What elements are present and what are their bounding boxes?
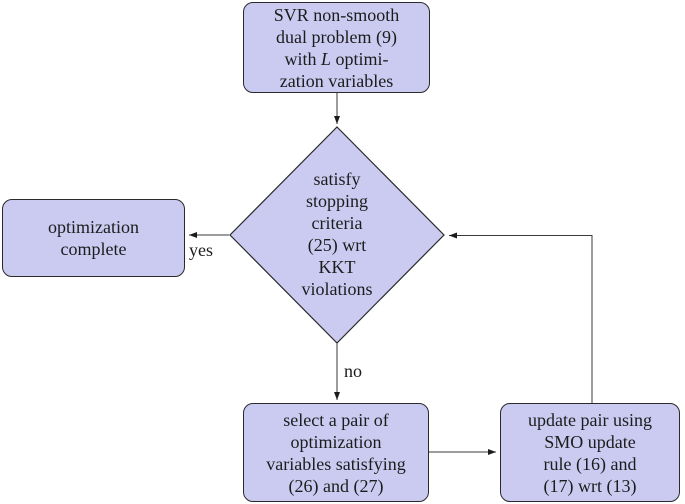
node-start-line: SVR non-smooth	[273, 4, 400, 25]
node-decision-text: satisfy stopping criteria (25) wrt KKT v…	[257, 168, 417, 300]
node-decision-line: violations	[301, 279, 373, 299]
node-update-pair: update pair using SMO update rule (16) a…	[500, 403, 680, 502]
node-complete-line: complete	[60, 239, 127, 259]
node-complete-line: optimization	[48, 217, 139, 237]
node-complete: optimization complete	[2, 199, 185, 277]
node-update-line: rule (16) and	[543, 453, 637, 474]
node-decision-line: criteria	[311, 213, 363, 233]
node-start: SVR non-smooth dual problem (9) with L o…	[243, 2, 430, 93]
node-decision-line: KKT	[318, 257, 356, 277]
edge-update-to-decision	[449, 232, 593, 403]
node-select-line: variables satisfying	[266, 453, 406, 474]
node-start-line: zation variables	[279, 70, 394, 91]
edge-label-no: no	[344, 361, 362, 381]
node-decision-line: satisfy	[313, 169, 361, 189]
edge-label-yes: yes	[189, 240, 213, 260]
italic-L: L	[321, 48, 332, 69]
node-decision-line: (25) wrt	[307, 235, 367, 255]
node-select-line: select a pair of	[283, 409, 389, 430]
node-decision-line: stopping	[305, 191, 368, 211]
node-select-line: (26) and (27)	[288, 475, 384, 496]
node-update-line: SMO update	[544, 431, 636, 452]
node-select-pair: select a pair of optimization variables …	[243, 403, 429, 502]
node-update-line: update pair using	[528, 409, 652, 430]
node-start-line: with L optimi-	[284, 48, 389, 69]
node-update-line: (17) wrt (13)	[543, 475, 637, 496]
node-start-line: dual problem (9)	[276, 26, 397, 47]
node-select-line: optimization	[290, 431, 382, 452]
